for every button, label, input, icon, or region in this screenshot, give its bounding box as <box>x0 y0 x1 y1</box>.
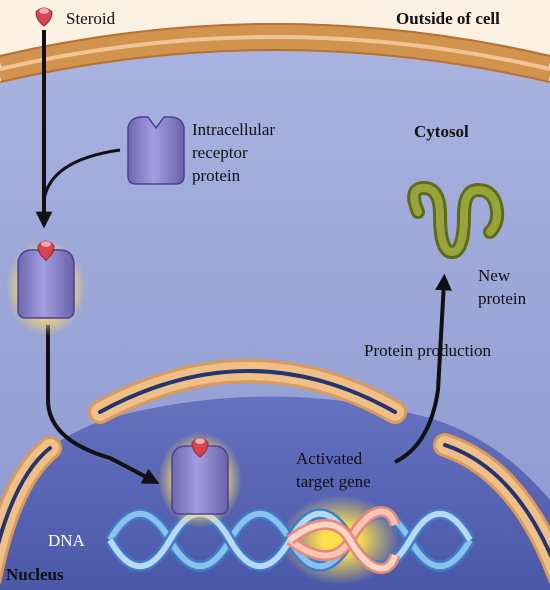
plasma-membrane <box>0 23 550 83</box>
new-protein-icon <box>407 180 505 260</box>
receptor-label-line2: receptor <box>192 143 248 162</box>
activated-gene-label-line2: target gene <box>296 472 371 491</box>
steroid-label: Steroid <box>66 9 116 28</box>
receptor-label-line1: Intracellular <box>192 120 276 139</box>
receptor-steroid-complex-icon <box>6 240 86 336</box>
nucleus-label: Nucleus <box>6 565 64 584</box>
receptor-protein-icon <box>127 116 185 185</box>
activated-gene-label-line1: Activated <box>296 449 363 468</box>
outside-of-cell-label: Outside of cell <box>396 9 500 28</box>
protein-production-label: Protein production <box>364 341 492 360</box>
complex-to-dna-arrow <box>46 325 160 484</box>
new-protein-label-line1: New <box>478 266 511 285</box>
pathway-arrows <box>35 30 452 484</box>
dna-label: DNA <box>48 531 85 550</box>
steroid-icon <box>35 7 53 27</box>
cytosol-label: Cytosol <box>414 122 469 141</box>
bound-receptor-complex-icon <box>158 432 242 528</box>
receptor-join-line <box>42 148 121 201</box>
new-protein-label-line2: protein <box>478 289 527 308</box>
dna-helix <box>105 495 475 585</box>
receptor-label-line3: protein <box>192 166 241 185</box>
protein-production-arrow <box>394 273 452 464</box>
